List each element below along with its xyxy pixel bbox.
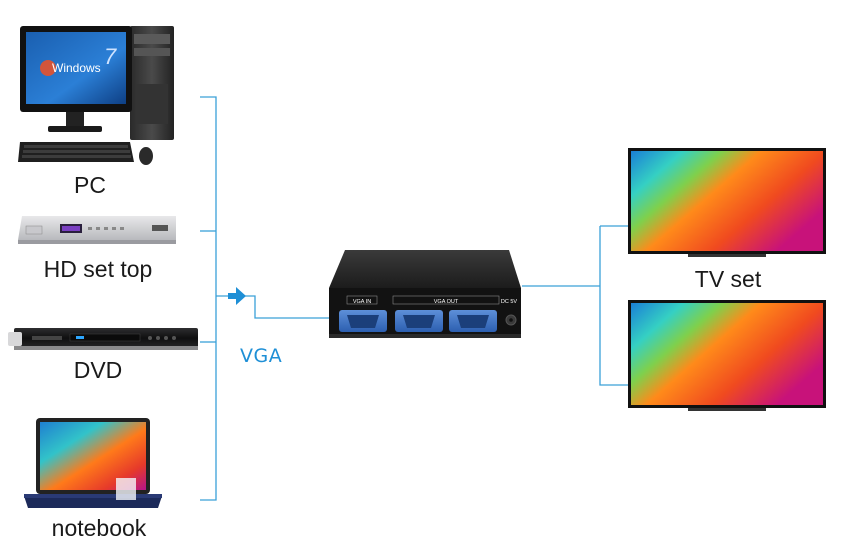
desktop-pc: Windows 7: [18, 24, 178, 169]
splitter-input-label: VGA IN: [353, 299, 371, 305]
dvd-player-icon: [8, 328, 198, 350]
tv-icon: [628, 148, 826, 257]
tv-set-1: [628, 148, 826, 258]
source-label-notebook: notebook: [51, 515, 147, 541]
splitter-power-label: DC 5V: [501, 299, 518, 305]
source-label-dvd: DVD: [73, 357, 123, 383]
notebook-icon: [24, 418, 162, 508]
set-top-box: [16, 212, 178, 248]
vga-splitter: VGA IN VGA OUT DC 5V: [325, 248, 525, 340]
splitter-output-label: VGA OUT: [434, 299, 459, 305]
notebook: [22, 416, 164, 512]
vga-splitter-icon: VGA IN VGA OUT DC 5V: [329, 250, 521, 338]
pc-screen-text: Windows: [52, 61, 101, 75]
set-top-box-icon: [18, 216, 176, 244]
signal-arrow-icon: [228, 287, 246, 305]
output-label-tv-set: TV set: [694, 266, 762, 292]
desktop-pc-icon: Windows 7: [18, 26, 174, 165]
pc-screen-badge: 7: [104, 44, 117, 69]
connection-label: VGA: [240, 345, 283, 367]
dvd-player: [8, 324, 198, 354]
tv-set-2: [628, 300, 826, 412]
source-label-hd-set-top: HD set top: [43, 256, 153, 282]
source-label-pc: PC: [74, 172, 106, 198]
tv-icon: [628, 300, 826, 411]
